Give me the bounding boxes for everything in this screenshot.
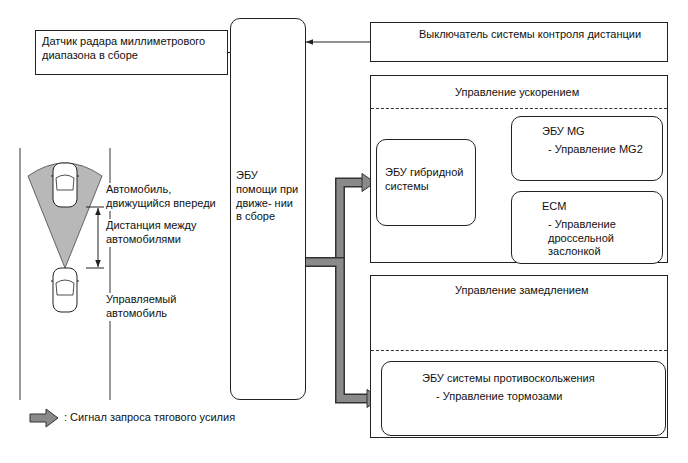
connector-fill <box>306 183 363 263</box>
node-body: - Управление дроссельной заслонкой <box>542 214 656 259</box>
car-mirror <box>51 176 53 177</box>
ecu-box: ЭБУ MG- Управление MG2 <box>511 116 663 181</box>
signal-arrow <box>306 42 370 43</box>
radar-cone <box>28 163 102 268</box>
node-title: Выключатель системы контроля дистанции <box>419 28 661 42</box>
request-signal-arrow <box>306 174 375 263</box>
node-title: ECM <box>542 200 656 214</box>
car-mirror <box>77 281 79 282</box>
car-front <box>51 163 79 207</box>
road-line <box>20 148 21 400</box>
connector-fill <box>306 262 368 399</box>
group-panel: Управление ускорениемЭБУ гибридной систе… <box>370 75 668 263</box>
car-own <box>51 268 79 312</box>
car-mirror <box>51 281 53 282</box>
distance-dimension <box>86 207 104 268</box>
connector-outline <box>306 183 363 263</box>
car-mirror <box>77 176 79 177</box>
connector-line <box>306 42 370 43</box>
node-body: - Управление MG2 <box>542 139 656 157</box>
car-roof <box>56 280 74 295</box>
ecu-box: ЭБУ помощи при движе- нии в сборе <box>230 18 306 400</box>
dimension-tick <box>86 207 104 208</box>
connector-outline <box>306 262 368 399</box>
sensor-box: Датчик радара миллиметрового диапазона в… <box>35 30 228 75</box>
callout-label: Управляемый автомобиль <box>104 293 208 321</box>
legend-arrow <box>30 409 58 427</box>
dimension-line <box>98 208 99 267</box>
callout-label: Автомобиль, движущийся впереди <box>104 183 220 211</box>
car-body <box>53 268 77 312</box>
node-title: ЭБУ помощи при движе- нии в сборе <box>236 169 301 224</box>
panel-heading: Управление замедлением <box>371 276 667 351</box>
node-title: ЭБУ системы противоскольжения <box>422 372 659 386</box>
ecu-box: ECM- Управление дроссельной заслонкой <box>511 191 663 264</box>
node-title: Датчик радара миллиметрового диапазона в… <box>42 35 221 63</box>
car-body <box>53 163 77 207</box>
panel-heading: Управление ускорением <box>371 76 667 109</box>
group-panel: Управление замедлениемЭБУ системы против… <box>370 275 668 438</box>
dimension-tick <box>86 268 104 269</box>
node-title: ЭБУ MG <box>542 125 656 139</box>
ecu-box: ЭБУ системы противоскольжения- Управлени… <box>381 361 666 436</box>
callout-label: Дистанция между автомобилями <box>104 219 220 247</box>
car-roof <box>56 175 74 190</box>
legend-text: : Сигнал запроса тягового усилия <box>62 411 237 425</box>
request-signal-arrow <box>306 262 380 408</box>
legend-arrow-shape <box>30 409 58 427</box>
ecu-box: ЭБУ гибридной системы <box>376 139 476 226</box>
switch-box: Выключатель системы контроля дистанции <box>370 22 668 62</box>
node-title: ЭБУ гибридной системы <box>385 166 470 194</box>
node-body: - Управление тормозами <box>422 386 659 404</box>
